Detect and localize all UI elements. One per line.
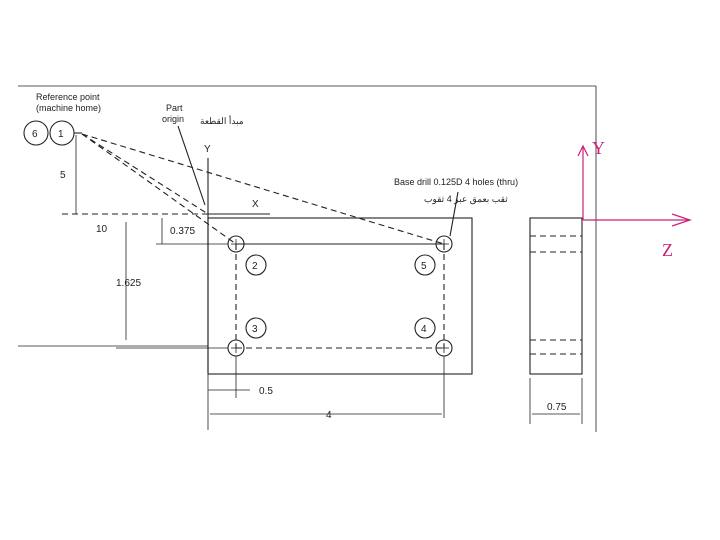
point-3-circle bbox=[245, 317, 267, 339]
y-axis-label: Y bbox=[204, 144, 211, 155]
point-4-circle bbox=[414, 317, 436, 339]
point-2-circle bbox=[245, 254, 267, 276]
overlay-y-arrowhead bbox=[577, 144, 589, 157]
arabic-drill-note: ثقب بعمق عبر 4 ثقوب bbox=[424, 194, 508, 205]
part-origin-leader bbox=[177, 125, 206, 206]
part-label: Part bbox=[166, 103, 183, 113]
point-1-label: 1 bbox=[58, 129, 64, 140]
part-outline bbox=[207, 217, 473, 375]
hole-offset-dim: 0.5 bbox=[259, 386, 273, 397]
x-axis-label: X bbox=[252, 199, 259, 210]
point-2-label: 2 bbox=[252, 261, 258, 272]
rapid-path-to-hole-5 bbox=[81, 133, 445, 245]
hole-5 bbox=[435, 235, 453, 253]
overall-length-dim: 4 bbox=[326, 410, 332, 421]
overlay-z-label: Z bbox=[662, 240, 673, 260]
point-6-label: 6 bbox=[32, 129, 38, 140]
origin-label: origin bbox=[162, 114, 184, 124]
base-drill-note: Base drill 0.125D 4 holes (thru) bbox=[394, 177, 518, 187]
thickness-dim: 0.75 bbox=[547, 402, 567, 413]
point-3-label: 3 bbox=[252, 324, 258, 335]
point-4-label: 4 bbox=[421, 324, 427, 335]
rapid-path-to-hole-2 bbox=[81, 133, 237, 245]
drill-note-leader bbox=[449, 191, 459, 237]
point-5-circle bbox=[414, 254, 436, 276]
overlay-yz-axes: Y Z bbox=[577, 138, 692, 260]
point-5-label: 5 bbox=[421, 261, 427, 272]
ref-horizontal-dim: 10 bbox=[96, 224, 108, 235]
point-6-circle bbox=[23, 120, 49, 146]
arabic-part-origin-label: مبدأ القطعة bbox=[200, 114, 244, 126]
overlay-z-arrowhead bbox=[671, 213, 692, 227]
ref-vertical-dim: 5 bbox=[60, 170, 66, 181]
side-view-outline bbox=[529, 217, 583, 375]
reference-point-label: Reference point bbox=[36, 92, 100, 102]
top-offset-dim: 0.375 bbox=[170, 226, 195, 237]
overlay-y-label: Y bbox=[592, 138, 605, 158]
vertical-spacing-dim: 1.625 bbox=[116, 278, 141, 289]
rapid-path-to-origin bbox=[81, 133, 209, 215]
machine-home-label: (machine home) bbox=[36, 103, 101, 113]
